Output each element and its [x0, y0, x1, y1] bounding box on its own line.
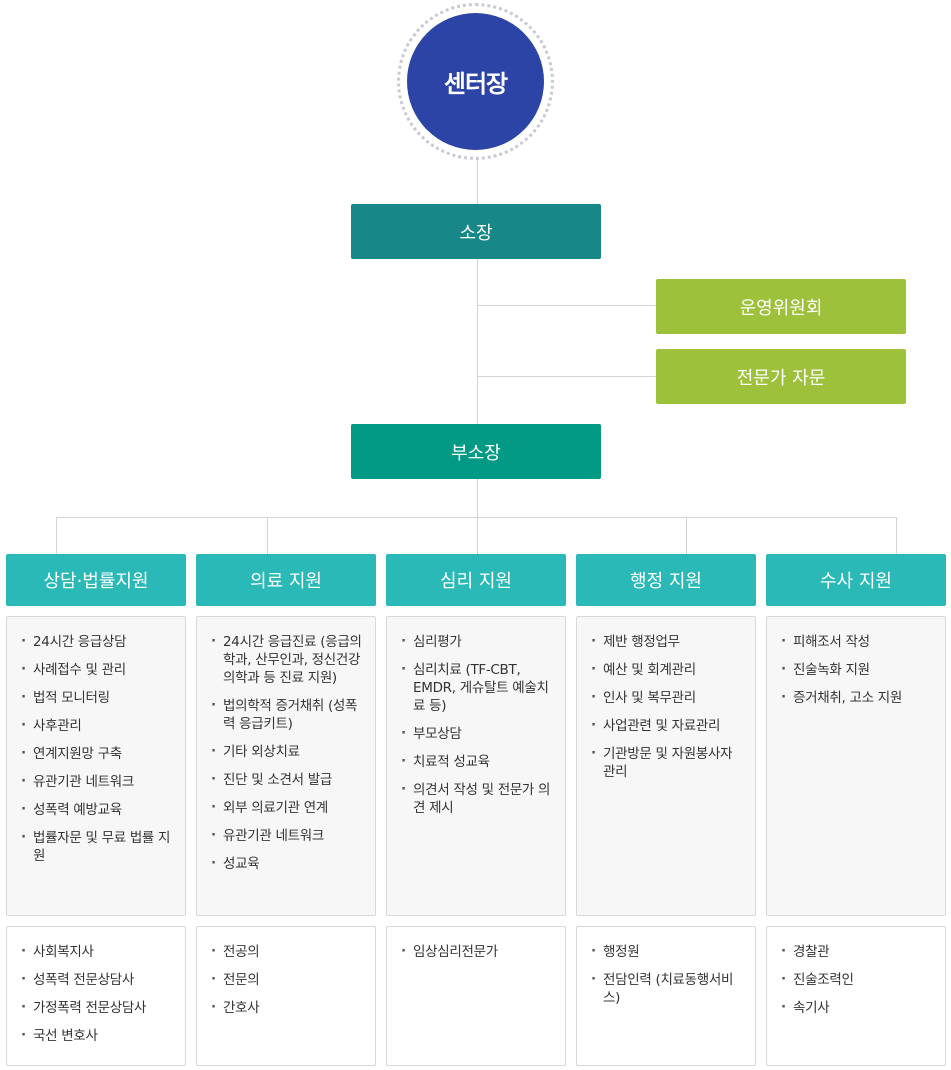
staff-panel-administration: 행정원 전담인력 (치료동행서비스): [576, 926, 756, 1066]
duty-item: 의견서 작성 및 전문가 의견 제시: [401, 780, 557, 817]
duty-item: 제반 행정업무: [591, 632, 747, 651]
staff-panel-medical: 전공의 전문의 간호사: [196, 926, 376, 1066]
connector-line: [477, 376, 657, 377]
dept-psychology: 심리 지원: [386, 554, 566, 606]
duty-item: 사후관리: [21, 716, 177, 735]
connector-line: [686, 517, 687, 554]
connector-line: [56, 517, 57, 554]
duties-panel-administration: 제반 행정업무 예산 및 회계관리 인사 및 복무관리 사업관련 및 자료관리 …: [576, 616, 756, 916]
duties-panel-counseling-legal: 24시간 응급상담 사례접수 및 관리 법적 모니터링 사후관리 연계지원망 구…: [6, 616, 186, 916]
dept-medical: 의료 지원: [196, 554, 376, 606]
connector-line: [56, 517, 897, 518]
duty-item: 법률자문 및 무료 법률 지원: [21, 828, 177, 865]
duty-item: 24시간 응급진료 (응급의학과, 산무인과, 정신건강 의학과 등 진료 지원…: [211, 632, 367, 687]
staff-panel-psychology: 임상심리전문가: [386, 926, 566, 1066]
duty-item: 사업관련 및 자료관리: [591, 716, 747, 735]
duties-panel-medical: 24시간 응급진료 (응급의학과, 산무인과, 정신건강 의학과 등 진료 지원…: [196, 616, 376, 916]
dept-counseling-legal: 상담·법률지원: [6, 554, 186, 606]
center-head-ring: [397, 3, 554, 160]
duty-item: 심리평가: [401, 632, 557, 651]
duties-panel-investigation: 피해조서 작성 진술녹화 지원 증거채취, 고소 지원: [766, 616, 946, 916]
staff-item: 전담인력 (치료동행서비스): [591, 970, 747, 1007]
director-node: 소장: [351, 204, 601, 259]
staff-item: 임상심리전문가: [401, 942, 557, 961]
dept-administration: 행정 지원: [576, 554, 756, 606]
duty-item: 유관기관 네트워크: [211, 826, 367, 845]
connector-line: [477, 305, 657, 306]
expert-advisory-node: 전문가 자문: [656, 349, 906, 404]
duty-item: 연계지원망 구축: [21, 744, 177, 763]
staff-item: 성폭력 전문상담사: [21, 970, 177, 989]
duty-item: 심리치료 (TF-CBT, EMDR, 게슈탈트 예술치료 등): [401, 660, 557, 715]
staff-item: 전공의: [211, 942, 367, 961]
duty-item: 성교육: [211, 854, 367, 873]
duty-item: 기관방문 및 자원봉사자 관리: [591, 744, 747, 781]
connector-line: [477, 158, 478, 528]
staff-panel-investigation: 경찰관 진술조력인 속기사: [766, 926, 946, 1066]
staff-item: 국선 변호사: [21, 1026, 177, 1045]
connector-line: [477, 517, 478, 554]
staff-panel-counseling-legal: 사회복지사 성폭력 전문상담사 가정폭력 전문상담사 국선 변호사: [6, 926, 186, 1066]
duty-item: 증거채취, 고소 지원: [781, 688, 937, 707]
duty-item: 유관기관 네트워크: [21, 772, 177, 791]
duty-item: 인사 및 복무관리: [591, 688, 747, 707]
duty-item: 치료적 성교육: [401, 752, 557, 771]
staff-item: 행정원: [591, 942, 747, 961]
duty-item: 성폭력 예방교육: [21, 800, 177, 819]
duty-item: 부모상담: [401, 724, 557, 743]
steering-committee-node: 운영위원회: [656, 279, 906, 334]
duty-item: 진술녹화 지원: [781, 660, 937, 679]
duty-item: 예산 및 회계관리: [591, 660, 747, 679]
duty-item: 진단 및 소견서 발급: [211, 770, 367, 789]
duty-item: 피해조서 작성: [781, 632, 937, 651]
staff-item: 가정폭력 전문상담사: [21, 998, 177, 1017]
staff-item: 경찰관: [781, 942, 937, 961]
connector-line: [267, 517, 268, 554]
staff-item: 진술조력인: [781, 970, 937, 989]
duty-item: 사례접수 및 관리: [21, 660, 177, 679]
staff-item: 간호사: [211, 998, 367, 1017]
staff-item: 속기사: [781, 998, 937, 1017]
duties-panel-psychology: 심리평가 심리치료 (TF-CBT, EMDR, 게슈탈트 예술치료 등) 부모…: [386, 616, 566, 916]
duty-item: 법적 모니터링: [21, 688, 177, 707]
duty-item: 24시간 응급상담: [21, 632, 177, 651]
staff-item: 사회복지사: [21, 942, 177, 961]
duty-item: 기타 외상치료: [211, 742, 367, 761]
duty-item: 외부 의료기관 연계: [211, 798, 367, 817]
duty-item: 법의학적 증거채취 (성폭력 응급키트): [211, 696, 367, 733]
center-head-node: 센터장: [407, 13, 544, 150]
connector-line: [896, 517, 897, 554]
vice-director-node: 부소장: [351, 424, 601, 479]
dept-investigation: 수사 지원: [766, 554, 946, 606]
staff-item: 전문의: [211, 970, 367, 989]
